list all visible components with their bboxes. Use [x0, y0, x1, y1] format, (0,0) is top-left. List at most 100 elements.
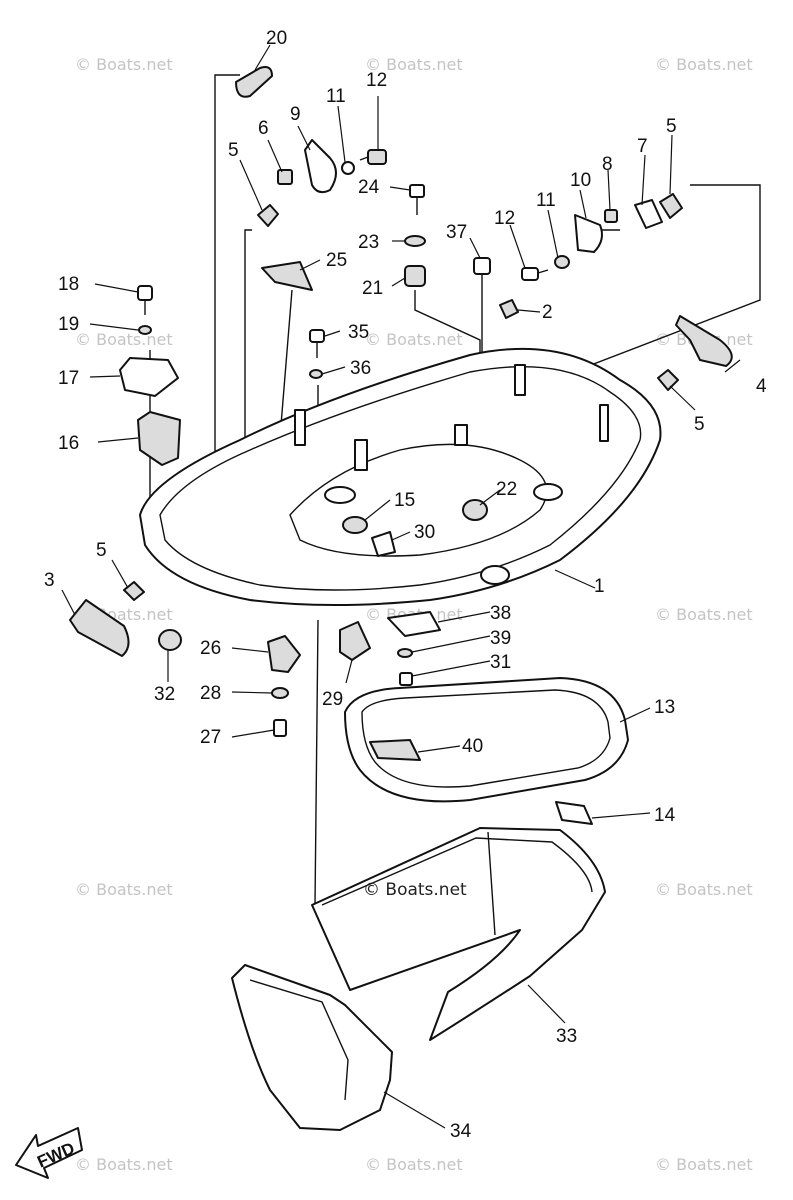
part-28-washer [271, 687, 289, 699]
part-5-grommet [257, 204, 279, 227]
part-9-lever [304, 139, 337, 194]
callout-3: 3 [44, 570, 55, 591]
part-25-bracket [261, 261, 313, 291]
callout-5b: 5 [666, 116, 677, 137]
part-12-bolt-right [521, 267, 549, 281]
part-11-washer [341, 161, 355, 175]
part-17-bracket [119, 357, 179, 397]
callout-4: 4 [756, 376, 767, 397]
callout-32: 32 [154, 684, 175, 705]
part-24-bolt [409, 184, 425, 215]
part-8-pin [604, 209, 618, 223]
callout-37: 37 [446, 222, 467, 243]
part-37-bolt [473, 257, 491, 275]
callout-14: 14 [654, 805, 676, 826]
front-cowling [311, 827, 606, 1041]
callout-11b: 11 [536, 190, 556, 211]
part-5-grommet-right [659, 193, 683, 219]
part-35-bolt [309, 329, 325, 358]
part-19-washer [138, 325, 152, 335]
part-31-bolt [399, 672, 413, 686]
callout-11: 11 [326, 86, 346, 107]
part-36-washer [309, 369, 323, 379]
callout-19: 19 [58, 314, 79, 335]
callout-29: 29 [322, 689, 343, 710]
callout-39: 39 [490, 628, 511, 649]
callout-33: 33 [556, 1026, 577, 1047]
callout-35: 35 [348, 322, 369, 343]
callout-7: 7 [637, 136, 648, 157]
watermark: © Boats.net [655, 55, 753, 74]
part-23-washer [404, 235, 426, 247]
callout-26: 26 [200, 638, 221, 659]
part-12-bolt [359, 149, 387, 165]
part-2-nut [499, 299, 519, 319]
part-39-washer [397, 648, 413, 658]
callout-2: 2 [542, 302, 553, 323]
part-5-grommet-left [123, 581, 145, 601]
part-27-screw [273, 719, 287, 737]
part-7-clip [634, 199, 663, 229]
callout-12: 12 [366, 70, 387, 91]
callout-12b: 12 [494, 208, 515, 229]
watermark: © Boats.net [365, 1155, 463, 1174]
part-3-handle [69, 599, 130, 657]
callout-20: 20 [266, 28, 287, 49]
part-11-washer-right [554, 255, 570, 269]
callout-8: 8 [602, 154, 613, 175]
callout-38: 38 [490, 603, 511, 624]
callout-31: 31 [490, 652, 511, 673]
watermark: © Boats.net [365, 330, 463, 349]
callout-18: 18 [58, 274, 79, 295]
seal-frame [344, 677, 629, 803]
callout-36: 36 [350, 358, 371, 379]
callout-25: 25 [326, 250, 347, 271]
part-40-plate [369, 739, 421, 761]
callout-21: 21 [362, 278, 383, 299]
watermark: © Boats.net [655, 1155, 753, 1174]
center-watermark: © Boats.net [363, 880, 467, 900]
part-32-plug [158, 629, 182, 651]
watermark: © Boats.net [75, 55, 173, 74]
part-21-mount [404, 265, 426, 287]
part-15-mount [342, 516, 368, 534]
callout-34: 34 [450, 1121, 472, 1142]
watermark: © Boats.net [75, 330, 173, 349]
callout-5d: 5 [96, 540, 107, 561]
callout-22: 22 [496, 479, 517, 500]
part-30-clip [371, 531, 396, 557]
part-6-nut [277, 169, 293, 185]
watermark: © Boats.net [655, 605, 753, 624]
callout-17: 17 [58, 368, 79, 389]
callout-40: 40 [462, 736, 483, 757]
callout-9: 9 [290, 104, 301, 125]
watermark: © Boats.net [655, 880, 753, 899]
leader-lines [61, 44, 741, 1129]
callout-28: 28 [200, 683, 221, 704]
fwd-arrow: FWD [15, 1127, 83, 1179]
callout-24: 24 [358, 177, 380, 198]
callout-15: 15 [394, 490, 415, 511]
part-16-block [137, 411, 181, 466]
callout-16: 16 [58, 433, 79, 454]
callout-labels: 20 12 11 9 6 5 24 23 21 25 37 12 11 10 8… [44, 28, 767, 1142]
part-14-plate [555, 801, 593, 825]
part-5-grommet-mid [657, 369, 679, 391]
callout-10: 10 [570, 170, 591, 191]
part-4-handle [675, 315, 733, 367]
part-29-grommet [339, 621, 371, 661]
part-10-lever [574, 214, 603, 253]
callout-1: 1 [594, 576, 605, 597]
part-20-plate [235, 66, 273, 98]
bottom-cowling [139, 347, 662, 606]
lower-cowling [231, 964, 393, 1131]
callout-6: 6 [258, 118, 269, 139]
part-18-bolt [137, 285, 153, 315]
watermark: © Boats.net [75, 1155, 173, 1174]
part-26-clip [267, 635, 301, 673]
callout-13: 13 [654, 697, 675, 718]
callout-23: 23 [358, 232, 379, 253]
part-38-clip [387, 611, 441, 637]
callout-30: 30 [414, 522, 435, 543]
